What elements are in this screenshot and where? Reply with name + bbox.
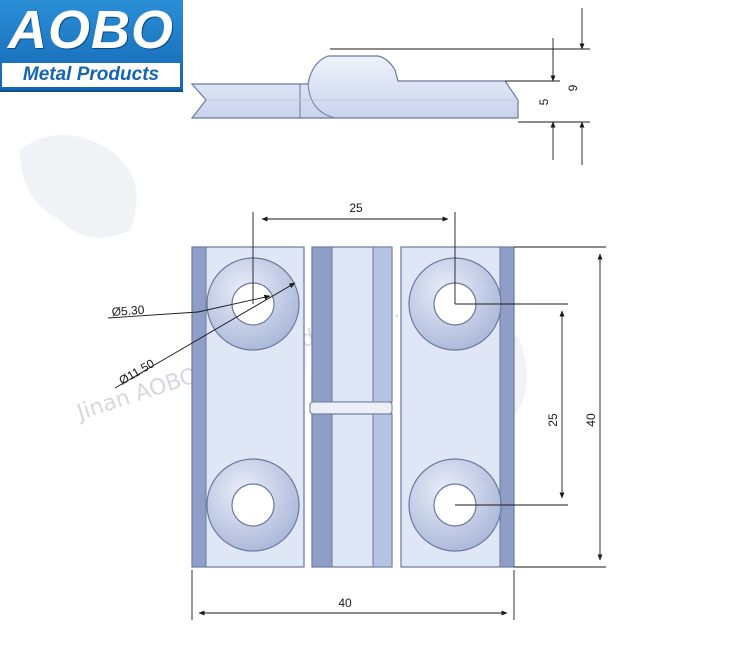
dim-vertical-hole-spacing: 25 bbox=[546, 413, 560, 427]
dim-total-height: 9 bbox=[566, 84, 580, 91]
dim-horizontal-hole-spacing: 25 bbox=[349, 201, 363, 215]
mounting-hole bbox=[206, 458, 300, 552]
front-view bbox=[191, 246, 515, 568]
dim-hole-diameter: Ø5.30 bbox=[111, 303, 145, 319]
brand-subtitle: Metal Products bbox=[2, 63, 180, 87]
dim-overall-height: 40 bbox=[584, 413, 598, 427]
left-leaf-edge bbox=[191, 246, 207, 568]
right-leaf-edge bbox=[499, 246, 515, 568]
hinge-pin bbox=[309, 401, 393, 415]
side-dimensions bbox=[330, 8, 590, 165]
dim-base-height: 5 bbox=[537, 98, 551, 105]
brand-name: AOBO bbox=[8, 0, 174, 60]
side-view bbox=[190, 55, 519, 119]
brand-logo: AOBO Metal Products bbox=[0, 0, 183, 92]
side-profile bbox=[190, 55, 519, 119]
dim-overall-width: 40 bbox=[338, 596, 352, 610]
front-dimensions bbox=[107, 212, 606, 620]
